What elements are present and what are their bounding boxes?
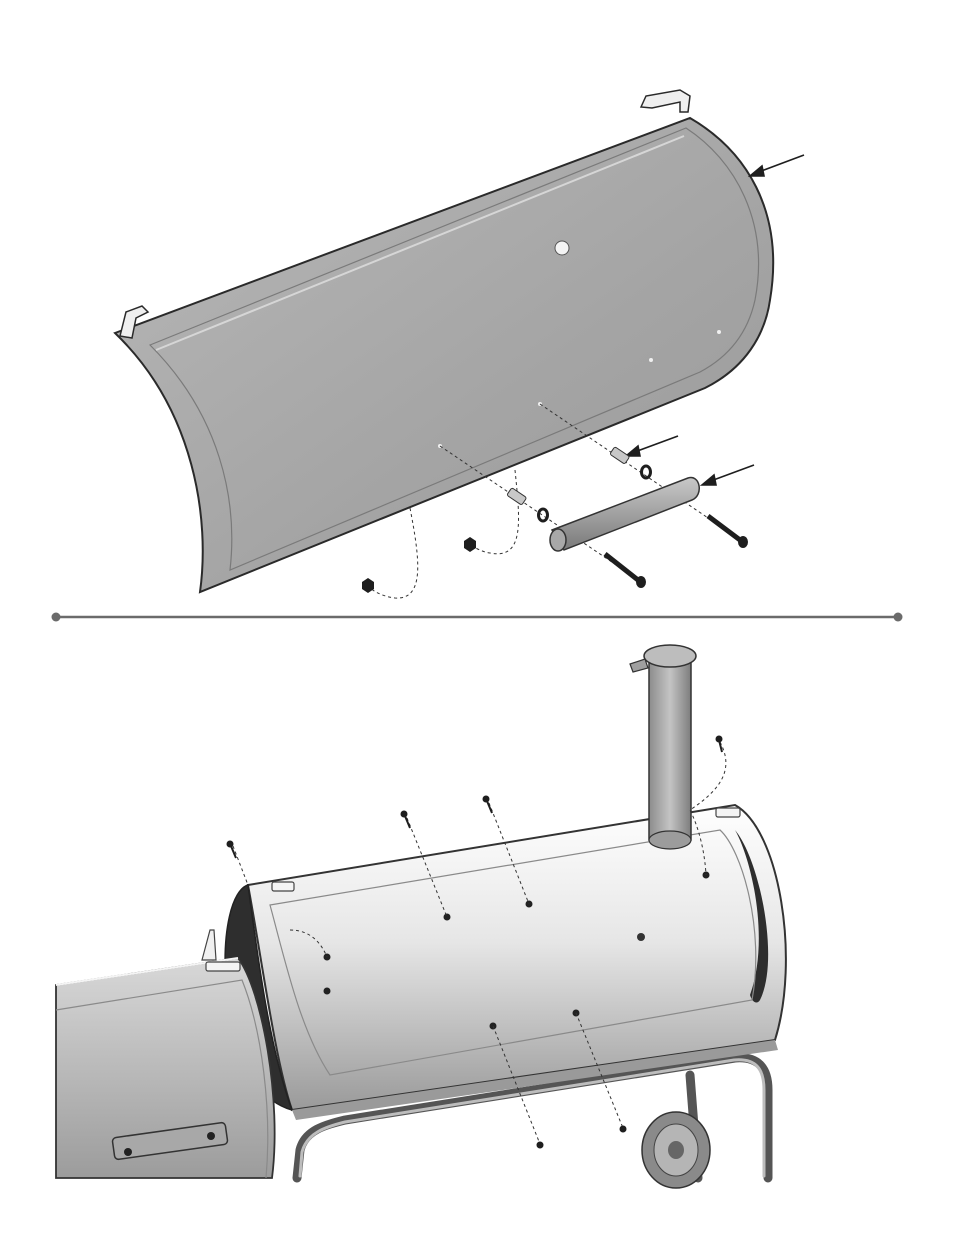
main-chamber [225,805,786,1120]
washer [539,509,548,521]
smokestack-damper [630,659,648,672]
arrow-icon [626,436,678,456]
lid-hinge-right [641,90,690,112]
bolt-icon [483,796,493,814]
firebox-hinge [202,930,216,960]
lid [115,118,773,592]
nut-icon [464,537,476,552]
nut-icon [537,1142,544,1149]
nut-icon [362,578,374,593]
wheel [642,1112,710,1188]
smokestack [630,645,696,849]
spacer [610,447,630,465]
nut-icon [620,1126,627,1133]
step-2-lid-mount-on-body [56,645,786,1188]
bolt-icon [605,554,646,588]
firebox [56,930,275,1178]
bolt-icon [708,516,748,548]
chamber-hinge-left [272,882,294,891]
lid-thermometer-hole [555,241,569,255]
bolt-icon [227,841,237,859]
arrow-icon [750,155,804,176]
step-1-lid-handle-assembly [115,90,804,598]
bolt-icon [401,811,411,829]
arrow-icon [702,465,754,485]
chamber-hinge-right [716,808,740,817]
step-divider [52,613,903,622]
lid-handle [550,477,699,551]
